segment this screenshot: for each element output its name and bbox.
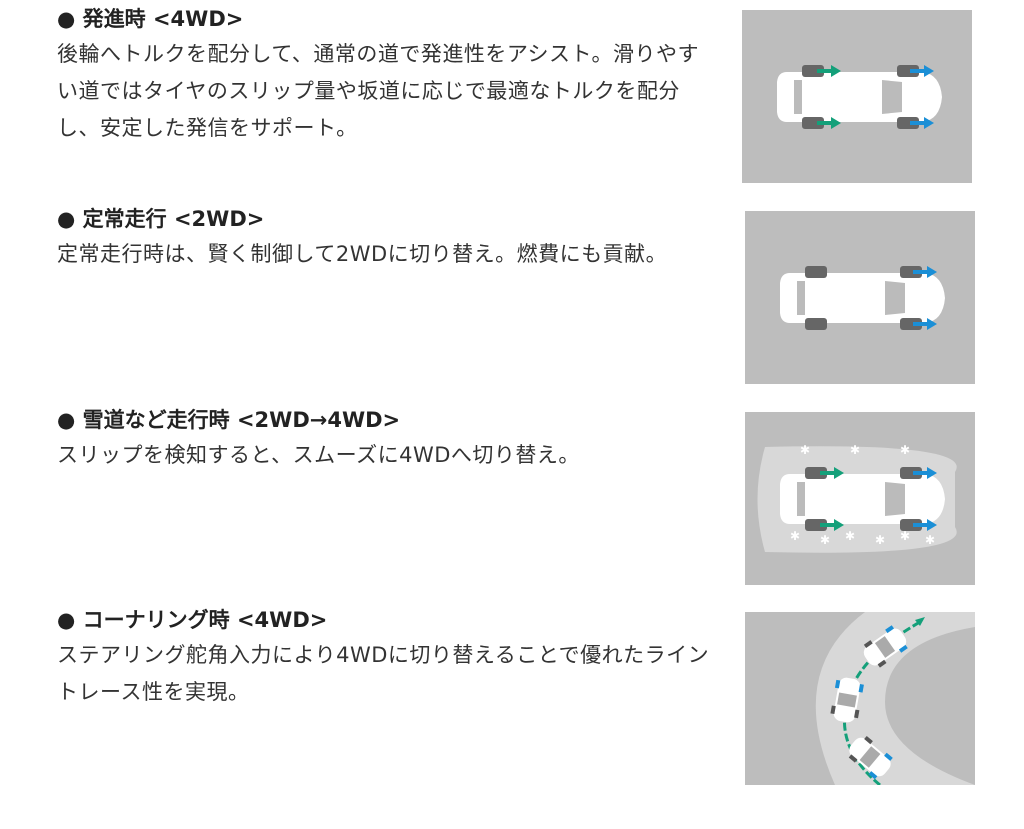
snowflake-icon: ✱ <box>850 443 860 457</box>
car-icon <box>830 677 864 723</box>
car-icon <box>780 467 945 531</box>
car-icon <box>777 65 942 129</box>
section-body: スリップを検知すると、スムーズに4WDへ切り替え。 <box>57 443 580 467</box>
section-body: 後輪へトルクを配分して、通常の道で発進性をアシスト。滑りやすい道ではタイヤのスリ… <box>57 42 700 140</box>
section-snow: ● 雪道など走行時 <2WD→4WD> スリップを検知すると、スムーズに4WDへ… <box>57 405 717 474</box>
section-title: ● 発進時 <4WD> <box>57 7 244 31</box>
car-snow-illustration: ✱ ✱ ✱ ✱ ✱ ✱ ✱ ✱ ✱ <box>745 412 975 585</box>
snowflake-icon: ✱ <box>900 529 910 543</box>
car-icon <box>848 735 893 780</box>
car-icon <box>863 625 908 668</box>
snowflake-icon: ✱ <box>900 443 910 457</box>
section-title: ● コーナリング時 <4WD> <box>57 608 328 632</box>
snowflake-icon: ✱ <box>875 533 885 547</box>
torque-arrow-icon <box>910 117 934 129</box>
car-icon <box>780 266 945 330</box>
section-start: ● 発進時 <4WD> 後輪へトルクを配分して、通常の道で発進性をアシスト。滑り… <box>57 4 717 147</box>
torque-arrow-icon <box>913 266 937 278</box>
car-2wd-cruise-illustration <box>745 211 975 384</box>
snowflake-icon: ✱ <box>800 443 810 457</box>
car-4wd-start-illustration <box>742 10 972 183</box>
torque-arrow-icon <box>820 467 844 479</box>
snowflake-icon: ✱ <box>790 529 800 543</box>
torque-arrow-icon <box>913 318 937 330</box>
section-body: 定常走行時は、賢く制御して2WDに切り替え。燃費にも貢献。 <box>57 242 668 266</box>
torque-arrow-icon <box>820 519 844 531</box>
section-title: ● 雪道など走行時 <2WD→4WD> <box>57 408 401 432</box>
car-cornering-illustration <box>745 612 975 785</box>
section-cornering: ● コーナリング時 <4WD> ステアリング舵角入力により4WDに切り替えること… <box>57 605 717 711</box>
torque-arrow-icon <box>817 117 841 129</box>
snowflake-icon: ✱ <box>925 533 935 547</box>
torque-arrow-icon <box>913 467 937 479</box>
snowflake-icon: ✱ <box>845 529 855 543</box>
section-body: ステアリング舵角入力により4WDに切り替えることで優れたライントレース性を実現。 <box>57 643 710 704</box>
torque-arrow-icon <box>910 65 934 77</box>
snowflake-icon: ✱ <box>820 533 830 547</box>
section-title: ● 定常走行 <2WD> <box>57 207 265 231</box>
torque-arrow-icon <box>817 65 841 77</box>
torque-arrow-icon <box>913 519 937 531</box>
section-cruise: ● 定常走行 <2WD> 定常走行時は、賢く制御して2WDに切り替え。燃費にも貢… <box>57 204 717 273</box>
